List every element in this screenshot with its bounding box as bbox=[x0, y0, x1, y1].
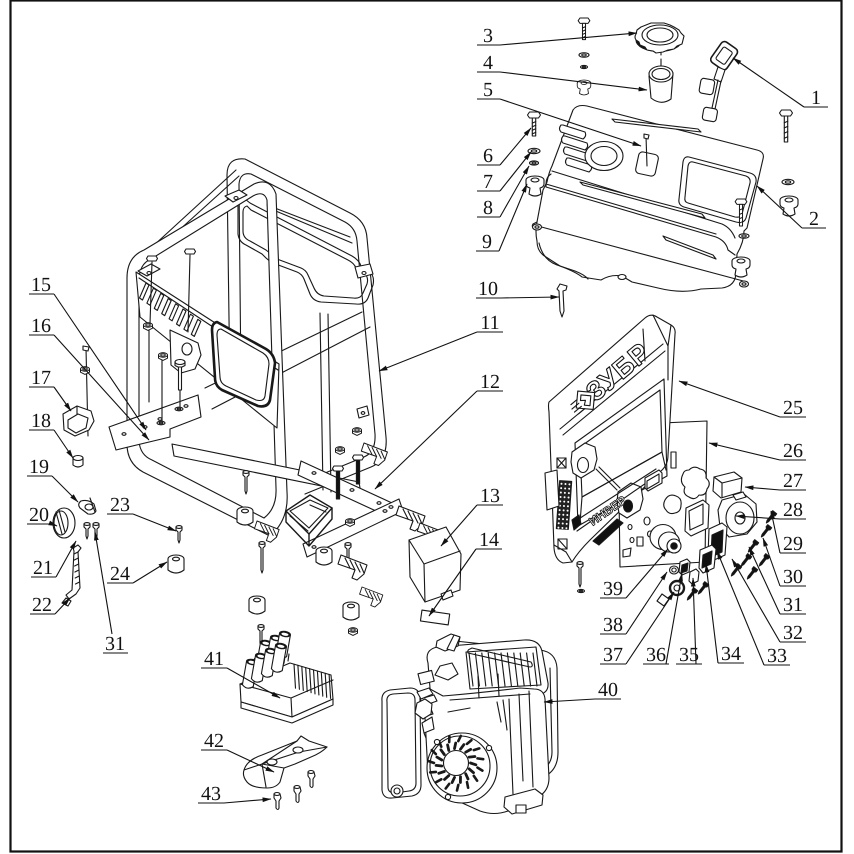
svg-text:8: 8 bbox=[483, 197, 493, 219]
svg-text:38: 38 bbox=[603, 614, 623, 636]
svg-text:25: 25 bbox=[783, 397, 803, 419]
svg-text:30: 30 bbox=[783, 566, 803, 588]
svg-text:40: 40 bbox=[598, 679, 618, 701]
svg-text:14: 14 bbox=[479, 529, 499, 551]
svg-text:22: 22 bbox=[32, 594, 52, 616]
svg-text:4: 4 bbox=[483, 52, 493, 74]
svg-text:27: 27 bbox=[783, 470, 803, 492]
svg-text:17: 17 bbox=[31, 367, 51, 389]
svg-text:36: 36 bbox=[646, 644, 666, 666]
svg-text:43: 43 bbox=[201, 783, 221, 805]
svg-text:13: 13 bbox=[480, 485, 500, 507]
svg-text:21: 21 bbox=[33, 557, 53, 579]
svg-text:2: 2 bbox=[809, 208, 819, 230]
svg-text:19: 19 bbox=[29, 456, 49, 478]
svg-text:20: 20 bbox=[29, 504, 49, 526]
svg-text:6: 6 bbox=[483, 145, 493, 167]
svg-text:37: 37 bbox=[603, 644, 623, 666]
svg-text:28: 28 bbox=[783, 499, 803, 521]
svg-text:29: 29 bbox=[783, 533, 803, 555]
svg-text:16: 16 bbox=[31, 315, 51, 337]
svg-text:11: 11 bbox=[480, 312, 499, 334]
svg-text:3: 3 bbox=[483, 25, 493, 47]
svg-text:7: 7 bbox=[483, 171, 493, 193]
svg-text:31: 31 bbox=[105, 633, 125, 655]
svg-text:39: 39 bbox=[603, 578, 623, 600]
svg-text:32: 32 bbox=[783, 622, 803, 644]
svg-text:12: 12 bbox=[480, 371, 500, 393]
svg-text:26: 26 bbox=[783, 440, 803, 462]
svg-text:41: 41 bbox=[204, 648, 224, 670]
svg-text:23: 23 bbox=[110, 494, 130, 516]
svg-text:10: 10 bbox=[478, 278, 498, 300]
svg-text:5: 5 bbox=[483, 79, 493, 101]
svg-text:33: 33 bbox=[767, 645, 787, 667]
svg-text:9: 9 bbox=[482, 231, 492, 253]
svg-text:18: 18 bbox=[31, 410, 51, 432]
svg-text:34: 34 bbox=[721, 643, 741, 665]
svg-text:42: 42 bbox=[204, 730, 224, 752]
svg-text:1: 1 bbox=[811, 87, 821, 109]
svg-text:35: 35 bbox=[679, 644, 699, 666]
svg-text:31: 31 bbox=[783, 594, 803, 616]
svg-text:15: 15 bbox=[31, 274, 51, 296]
svg-text:24: 24 bbox=[110, 563, 130, 585]
